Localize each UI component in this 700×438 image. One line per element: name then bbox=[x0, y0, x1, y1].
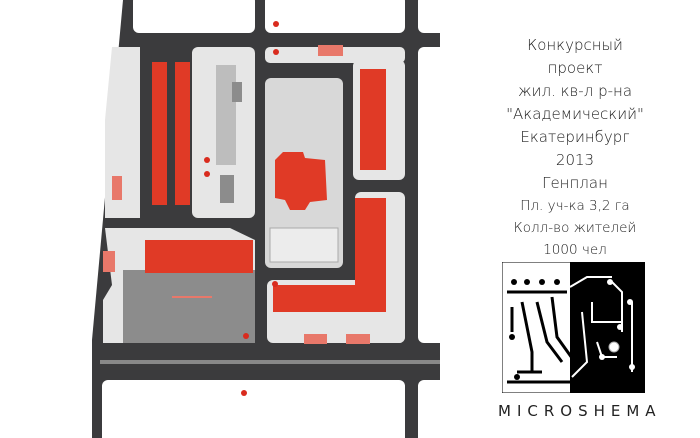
building bbox=[273, 285, 386, 312]
site-plan bbox=[92, 0, 440, 438]
microshema-logo-circuit bbox=[502, 262, 645, 393]
title-line: проект bbox=[547, 59, 603, 77]
entrance-markers bbox=[204, 21, 279, 396]
accent-zones bbox=[103, 45, 370, 344]
residential-buildings bbox=[145, 62, 386, 312]
title-line: 2013 bbox=[555, 151, 595, 169]
building bbox=[175, 62, 190, 205]
building bbox=[360, 69, 386, 170]
school-building bbox=[275, 152, 327, 210]
residents-label: Колл-во жителей bbox=[513, 220, 637, 236]
brand-name: MICROSHEMA bbox=[498, 402, 662, 420]
building bbox=[152, 62, 167, 205]
residents-value: 1000 чел bbox=[543, 242, 607, 258]
title-line: Конкурсный bbox=[527, 36, 623, 54]
building bbox=[145, 240, 253, 273]
title-line: жил. кв-л р-на bbox=[517, 82, 633, 100]
site-area: Пл. уч-ка 3,2 га bbox=[520, 198, 630, 214]
title-line: "Академический" bbox=[506, 105, 644, 123]
title-line: Екатеринбург bbox=[520, 128, 630, 146]
title-line: Генплан bbox=[542, 174, 608, 192]
title-block: Конкурсный проект жил. кв-л р-на "Академ… bbox=[495, 34, 655, 261]
